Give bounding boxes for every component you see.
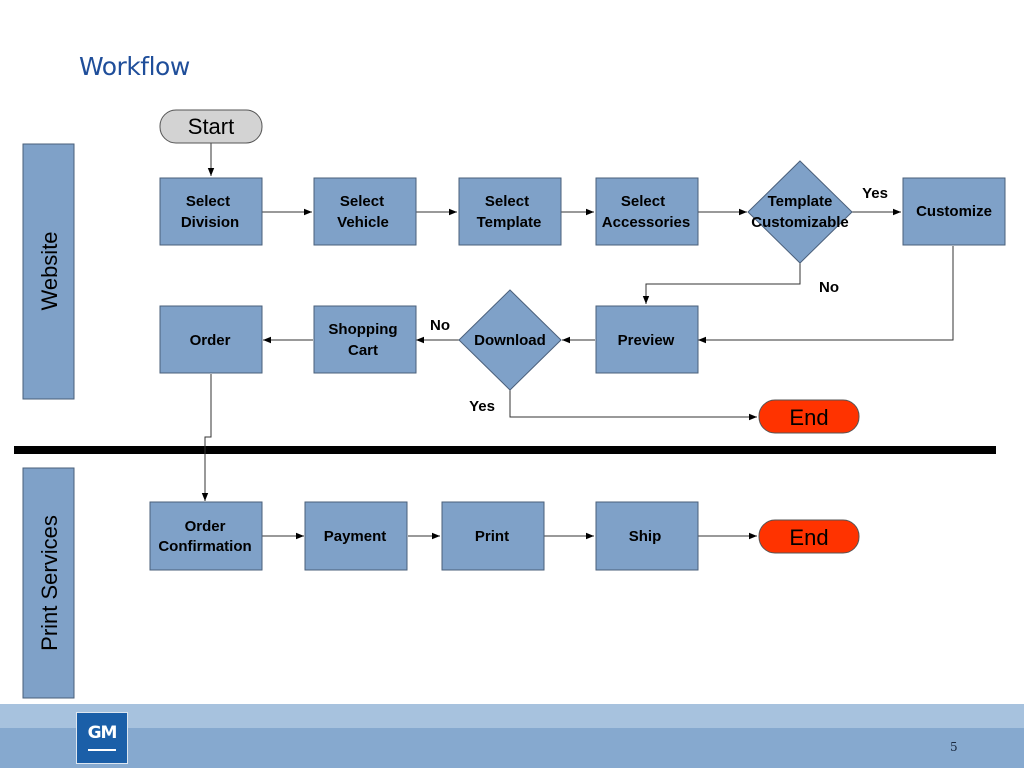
select-vehicle-line2: Vehicle [337, 214, 389, 231]
shopping-cart-node: Shopping Cart [313, 305, 417, 374]
print-node: Print [441, 501, 545, 571]
edge-customize-preview [698, 246, 954, 344]
end-print-label: End [789, 525, 828, 550]
footer-bottom-stripe [0, 728, 1024, 768]
gm-logo: GM [76, 712, 128, 764]
preview-label: Preview [618, 332, 675, 349]
select-vehicle-node: Select Vehicle [313, 177, 417, 246]
select-accessories-line1: Select [621, 193, 665, 210]
template-customizable-line2: Customizable [751, 214, 849, 231]
payment-node: Payment [304, 501, 408, 571]
template-customizable-line1: Template [768, 193, 833, 210]
edges [201, 143, 954, 540]
download-label: Download [474, 332, 546, 349]
start-node: Start [159, 109, 263, 144]
shopping-cart-line1: Shopping [328, 321, 397, 338]
print-label: Print [475, 528, 509, 545]
end-website-label: End [789, 405, 828, 430]
select-template-line2: Template [477, 214, 542, 231]
customize-label: Customize [916, 203, 992, 220]
select-division-line2: Division [181, 214, 239, 231]
footer-top-stripe [0, 704, 1024, 728]
lane-website: Website [22, 143, 75, 400]
workflow-diagram: Website Print Services Start Select Divi… [14, 109, 1006, 699]
lane-divider [14, 446, 996, 454]
edge-label-download-yes: Yes [469, 398, 495, 415]
edge-order-confirmation [201, 374, 212, 501]
order-confirmation-line2: Confirmation [158, 538, 251, 555]
payment-label: Payment [324, 528, 387, 545]
select-division-line1: Select [186, 193, 230, 210]
shopping-cart-line2: Cart [348, 342, 378, 359]
edge-download-end [509, 390, 757, 421]
edge-label-customizable-yes: Yes [862, 185, 888, 202]
page-title: Workflow [79, 52, 190, 81]
edge-label-download-no: No [430, 317, 450, 334]
gm-logo-text: GM [87, 723, 118, 743]
page-number: 5 [950, 740, 958, 754]
select-accessories-node: Select Accessories [595, 177, 699, 246]
start-node-label: Start [188, 114, 234, 139]
ship-label: Ship [629, 528, 662, 545]
preview-node: Preview [595, 305, 699, 374]
edge-label-customizable-no: No [819, 279, 839, 296]
order-confirmation-node: Order Confirmation [149, 501, 263, 571]
lane-print-services-label: Print Services [37, 515, 62, 651]
gm-logo-underline [88, 749, 116, 751]
end-node-website: End [758, 399, 860, 434]
edge-decision-preview [642, 263, 801, 304]
order-confirmation-line1: Order [185, 518, 226, 535]
end-node-print: End [758, 519, 860, 554]
select-vehicle-line1: Select [340, 193, 384, 210]
order-label: Order [190, 332, 231, 349]
template-customizable-decision: Template Customizable [747, 160, 853, 264]
select-division-node: Select Division [159, 177, 263, 246]
customize-node: Customize [902, 177, 1006, 246]
ship-node: Ship [595, 501, 699, 571]
download-decision: Download [458, 289, 562, 391]
lane-website-label: Website [37, 231, 62, 310]
select-accessories-line2: Accessories [602, 214, 690, 231]
select-template-node: Select Template [458, 177, 562, 246]
lane-print-services: Print Services [22, 467, 75, 699]
order-node: Order [159, 305, 263, 374]
footer-band: GM 5 [0, 704, 1024, 768]
select-template-line1: Select [485, 193, 529, 210]
